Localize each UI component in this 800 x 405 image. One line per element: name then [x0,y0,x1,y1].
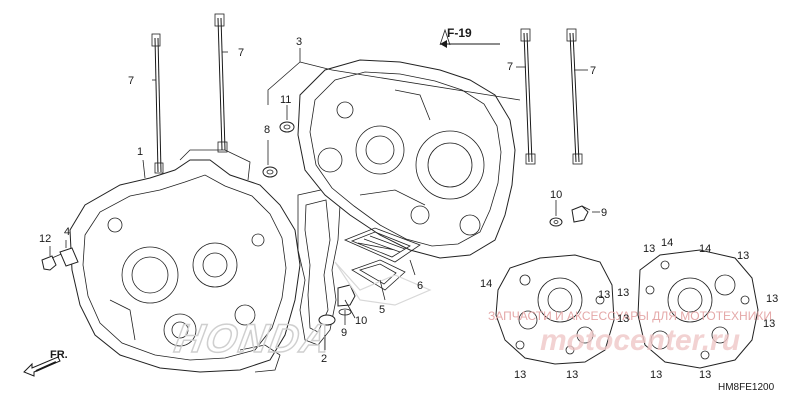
callout-part-13-i[interactable]: 13 [763,318,775,330]
reference-label[interactable]: F-19 [447,26,472,40]
diagram-code: HM8FE1200 [718,382,775,393]
oil-strainer-screen[interactable] [343,227,421,263]
washer-part-10-lower[interactable] [318,314,336,326]
callout-part-1[interactable]: 1 [137,146,143,158]
leader-lines [49,28,600,350]
washer-part-10-right[interactable] [549,217,563,227]
clip-part-4[interactable] [59,247,79,267]
stud-bolt-1[interactable] [151,33,164,174]
callouts: 1 2 3 4 5 6 7 7 7 7 8 9 9 10 10 11 12 13… [39,36,778,381]
callout-part-13-d[interactable]: 13 [643,243,655,255]
callout-part-13-f[interactable]: 13 [617,287,629,299]
brand-wing-icon [334,261,432,306]
brand-mark: HONDA [171,316,335,361]
stud-bolt-4[interactable] [566,28,583,165]
callout-part-14-a[interactable]: 14 [480,278,492,290]
callout-part-8[interactable]: 8 [264,124,270,136]
stud-bolt-3[interactable] [520,28,536,165]
front-label: FR. [50,349,68,361]
callout-part-10-lower[interactable]: 10 [355,315,367,327]
reference-arrow-icon [440,40,447,48]
drain-bolt-part-9-right[interactable] [571,205,591,223]
callout-part-6[interactable]: 6 [417,280,423,292]
callout-part-7-d[interactable]: 7 [590,65,596,77]
drain-bolt-part-9-lower[interactable] [337,284,356,316]
bolt-layout-view-right [637,249,759,369]
callout-part-7-a[interactable]: 7 [128,75,134,87]
callout-part-13-g[interactable]: 13 [766,293,778,305]
callout-part-12[interactable]: 12 [39,233,51,245]
oil-seal-part-8[interactable] [262,166,278,178]
right-crankcase-half[interactable] [297,59,516,259]
front-arrow-icon [23,356,61,377]
stud-bolt-2[interactable] [214,13,228,153]
callout-part-13-c[interactable]: 13 [598,289,610,301]
bolt-part-12[interactable] [41,251,67,271]
callout-part-2[interactable]: 2 [321,353,327,365]
callout-part-9-lower[interactable]: 9 [341,327,347,339]
callout-part-13-k[interactable]: 13 [699,369,711,381]
callout-part-11[interactable]: 11 [280,94,291,106]
callout-part-7-c[interactable]: 7 [507,61,513,73]
callout-part-14-b[interactable]: 14 [661,237,673,249]
callout-part-13-e[interactable]: 13 [737,250,749,262]
callout-part-10-right[interactable]: 10 [550,189,562,201]
callout-part-7-b[interactable]: 7 [238,47,244,59]
watermark-tagline: ЗАПЧАСТИ И АКСЕССУАРЫ ДЛЯ МОТОТЕХНИКИ [488,309,772,323]
callout-part-3[interactable]: 3 [296,36,302,48]
callout-part-9-right[interactable]: 9 [601,207,607,219]
callout-part-5[interactable]: 5 [379,304,385,316]
callout-part-13-a[interactable]: 13 [514,369,526,381]
callout-part-13-h[interactable]: 13 [617,313,629,325]
callout-part-14-c[interactable]: 14 [699,243,711,255]
callout-part-13-b[interactable]: 13 [566,369,578,381]
bolt-layout-view-left [495,254,615,365]
callout-part-4[interactable]: 4 [64,226,70,238]
callout-part-13-j[interactable]: 13 [650,369,662,381]
dowel-pin-part-11[interactable] [279,121,295,133]
screen-gasket[interactable] [351,259,406,291]
watermark-site: motocenter.ru [540,324,740,357]
left-crankcase-half[interactable] [69,149,301,373]
